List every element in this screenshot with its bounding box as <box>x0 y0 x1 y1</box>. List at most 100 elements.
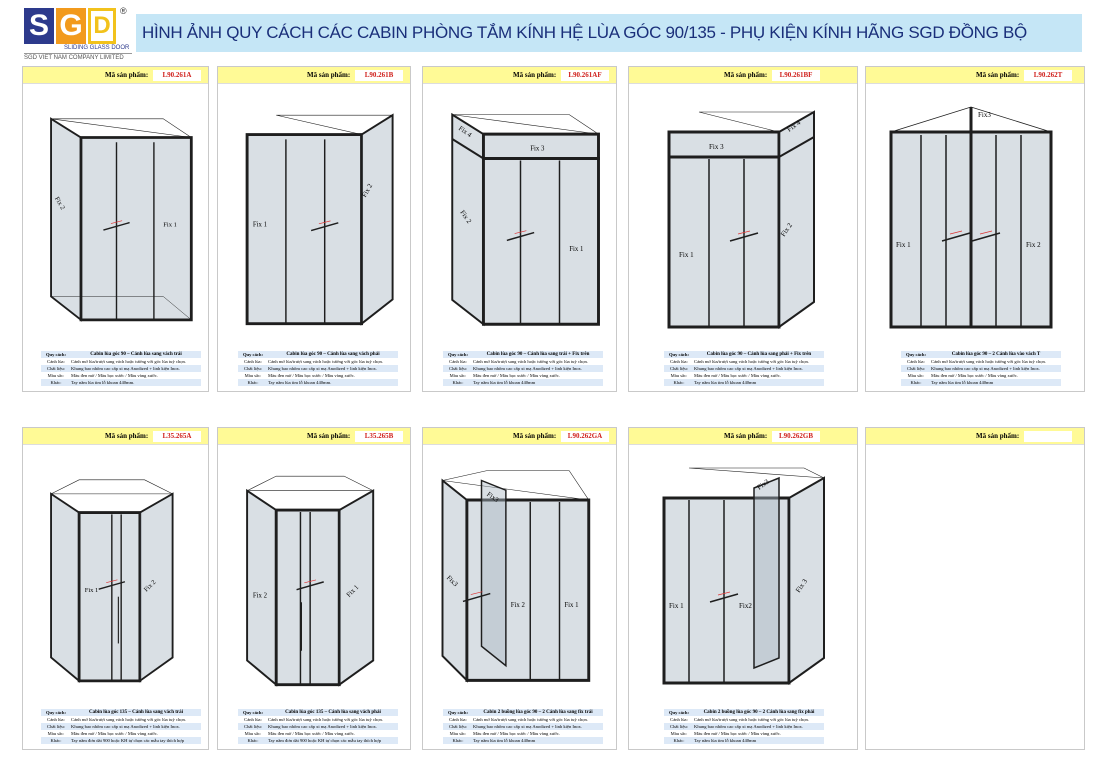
spec-value: Tay nắm lùa tim lỗ khoan 440mm <box>473 738 536 743</box>
panel-label: Fix 1 <box>896 241 911 249</box>
page-title: HÌNH ẢNH QUY CÁCH CÁC CABIN PHÒNG TẮM KÍ… <box>136 14 1082 52</box>
spec-value: Khung bao nhôm cao cấp xi mạ Anodized + … <box>71 724 180 729</box>
spec-value: Màu đen mờ / Màu bạc xước / Màu vàng xướ… <box>71 373 158 378</box>
frame-bar <box>310 222 339 232</box>
spec-value: Tay nắm đơn dài 900 hoặc KH tự chọn các … <box>268 738 382 743</box>
product-code-header: Mã sản phẩm:L35.265A <box>23 428 208 445</box>
spec-row: Cánh lùa:Cánh mở lùa/trượt sang vách hoặ… <box>41 716 201 723</box>
product-code-label: Mã sản phẩm: <box>105 432 149 440</box>
spec-row: Quy cách:Cabin lùa góc 90 – Cánh lùa san… <box>664 351 824 358</box>
spec-value: Tay nắm đơn dài 900 hoặc KH tự chọn các … <box>71 738 185 743</box>
glass-panel <box>667 130 781 159</box>
spec-row: Màu sắc:Màu đen mờ / Màu bạc xước / Màu … <box>901 372 1061 379</box>
spec-row: Chất liệu:Khung bao nhôm cao cấp xi mạ A… <box>664 365 824 372</box>
panel-label: Fix 1 <box>669 602 684 610</box>
spec-row: Quy cách:Cabin lùa góc 135 – Cánh lùa sa… <box>41 709 201 716</box>
spec-row: Khác:Tay nắm lùa tim lỗ khoan 440mm <box>664 379 824 386</box>
spec-key: Chất liệu: <box>670 366 688 371</box>
spec-key: Màu sắc: <box>244 731 262 736</box>
product-code-value: L35.265B <box>355 431 403 442</box>
spec-value: Màu đen mờ / Màu bạc xước / Màu vàng xướ… <box>268 731 355 736</box>
spec-table: Quy cách: Cabin lùa góc 90 – Cánh lùa san… <box>41 351 201 386</box>
spec-key: Cánh lùa: <box>670 359 688 364</box>
spec-row: Màu sắc:Màu đen mờ / Màu bạc xước / Màu … <box>443 372 603 379</box>
glass-panel <box>698 111 816 133</box>
spec-row: Màu sắc: Màu đen mờ / Màu bạc xước / Màu … <box>443 730 603 737</box>
spec-value: Màu đen mờ / Màu bạc xước / Màu vàng xướ… <box>71 731 158 736</box>
panel-label: Fix 2 <box>511 602 526 609</box>
spec-key: Khác: <box>50 380 62 385</box>
spec-key: Chất liệu: <box>449 724 467 729</box>
spec-value: Cabin lùa góc 90 – 2 Cánh lùa vào vách T <box>951 352 1041 357</box>
product-code-value: L90.261BF <box>772 70 820 81</box>
glass-panel <box>480 479 507 668</box>
spec-row: Quy cách:Cabin lùa góc 90 – Cánh lùa san… <box>238 351 398 358</box>
spec-value: Cánh mở lùa/trượt sang vách hoặc tường v… <box>268 717 383 722</box>
logo-d: D <box>88 8 116 44</box>
frame-bar <box>451 138 484 160</box>
product-code-label: Mã sản phẩm: <box>105 71 149 79</box>
spec-value: Tay nắm lùa tim lỗ khoan 440mm. <box>268 380 332 385</box>
spec-value: Màu đen mờ / Màu bạc xước / Màu vàng xướ… <box>694 731 781 736</box>
spec-row: Quy cách:Cabin 2 buồng lùa góc 90 – 2 Cá… <box>443 709 603 716</box>
frame-bar <box>98 581 126 590</box>
spec-key: Màu sắc: <box>449 731 467 736</box>
spec-row: Chất liệu:Khung bao nhôm cao cấp xi mạ A… <box>238 723 398 730</box>
spec-key: Chất liệu: <box>670 724 688 729</box>
product-code-value: L90.262GB <box>772 431 820 442</box>
spec-value: Cabin 2 buồng lùa góc 90 – 2 Cánh lùa sa… <box>483 710 593 715</box>
spec-key: Quy cách: <box>242 710 264 715</box>
spec-key: Khác: <box>910 380 922 385</box>
spec-row: Khác:Tay nắm lùa tim lỗ khoan 440mm <box>901 379 1061 386</box>
frame-bar <box>729 232 759 242</box>
spec-key: Quy cách: <box>45 352 67 357</box>
spec-table: Quy cách:Cabin 2 buồng lùa góc 90 – 2 Cá… <box>443 709 603 744</box>
spec-row: Chất liệu:Khung bao nhôm cao cấp xi mạ A… <box>41 365 201 372</box>
spec-row: Khác: Tay nắm lùa tim lỗ khoan 440mm. <box>41 379 201 386</box>
panel-label: Fix 1 <box>253 222 267 229</box>
spec-key: Màu sắc: <box>670 373 688 378</box>
spec-value: Màu đen mờ / Màu bạc xước / Màu vàng xướ… <box>473 731 560 736</box>
panel-label: Fix 1 <box>679 251 694 259</box>
spec-row: Cánh lùa:Cánh mở lùa/trượt sang vách hoặ… <box>901 358 1061 365</box>
glass-panel <box>778 110 815 329</box>
panel-label: Fix2 <box>739 602 752 610</box>
spec-value: Khung bao nhôm cao cấp xi mạ Anodized + … <box>473 366 582 371</box>
spec-row: Chất liệu:Khung bao nhôm cao cấp xi mạ A… <box>238 365 398 372</box>
frame-bar <box>778 136 815 158</box>
spec-value: Tay nắm lùa tim lỗ khoan 440mm. <box>71 380 135 385</box>
spec-row: Cánh lùa:Cánh mở lùa/trượt sang vách hoặ… <box>443 358 603 365</box>
glass-panel <box>481 157 600 326</box>
spec-row: Màu sắc: Màu đen mờ / Màu bạc xước / Màu … <box>238 730 398 737</box>
product-code-label: Mã sản phẩm: <box>513 71 557 79</box>
spec-row: Cánh lùa:Cánh mở lùa/trượt sang vách hoặ… <box>238 716 398 723</box>
spec-value: Màu đen mờ / Màu bạc xước / Màu vàng xướ… <box>694 373 781 378</box>
logo-s: S <box>24 8 54 44</box>
product-card: Mã sản phẩm: <box>865 427 1085 750</box>
spec-key: Màu sắc: <box>670 731 688 736</box>
spec-value: Cabin lùa góc 90 – Cánh lùa sang vách tr… <box>90 352 182 357</box>
spec-value: Màu đen mờ / Màu bạc xước / Màu vàng xướ… <box>473 373 560 378</box>
product-code-header: Mã sản phẩm:L90.262T <box>866 67 1084 84</box>
spec-table: Quy cách:Cabin lùa góc 135 – Cánh lùa sa… <box>41 709 201 744</box>
product-code-header: Mã sản phẩm: <box>866 428 1084 445</box>
spec-row: Cánh lùa:Cánh mở lùa/trượt sang vách hoặ… <box>664 358 824 365</box>
spec-table: Quy cách:Cabin lùa góc 90 – Cánh lùa san… <box>238 351 398 386</box>
spec-value: Khung bao nhôm cao cấp xi mạ Anodized + … <box>931 366 1040 371</box>
spec-key: Cánh lùa: <box>907 359 925 364</box>
spec-row: Khác:Tay nắm đơn dài 900 hoặc KH tự chọn… <box>41 737 201 744</box>
glass-panel <box>245 133 364 326</box>
spec-key: Chất liệu: <box>244 724 262 729</box>
spec-table: Quy cách:Cabin lùa góc 90 – Cánh lùa san… <box>443 351 603 386</box>
spec-row: Cánh lùa:Cánh mở lùa/trượt sang vách hoặ… <box>41 358 201 365</box>
product-code-label: Mã sản phẩm: <box>724 432 768 440</box>
product-code-header: Mã sản phẩm:L90.261AF <box>423 67 616 84</box>
spec-row: Quy cách:Cabin 2 buồng lùa góc 90 – 2 Cá… <box>664 709 824 716</box>
product-code-label: Mã sản phẩm: <box>307 432 351 440</box>
spec-row: Màu sắc: Màu đen mờ / Màu bạc xước / Màu … <box>664 730 824 737</box>
